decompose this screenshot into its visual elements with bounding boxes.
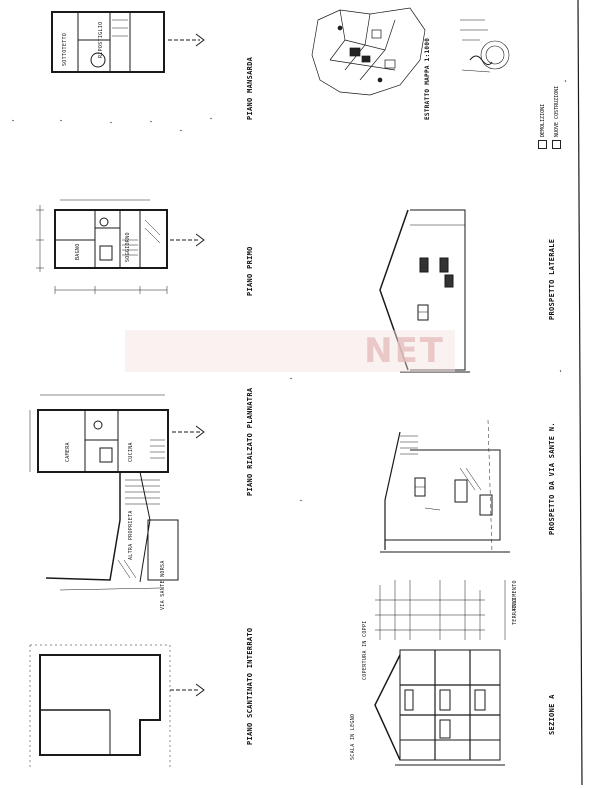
- plan-primo: [36, 199, 205, 294]
- elevation-da-via: [380, 419, 510, 553]
- label-piano-seminterrato: PIANO SCANTINATO INTERRATO: [246, 627, 254, 745]
- plan-rialzato: [29, 394, 205, 591]
- cadastral-map: [311, 7, 426, 96]
- section-note-terrazzo: TERRAZZO: [512, 598, 518, 625]
- room-label-cucina: CUCINA: [128, 442, 134, 462]
- label-prospetto-laterale: PROSPETTO LATERALE: [548, 238, 556, 320]
- section-note-copertura: COPERTURA IN COPPI: [362, 620, 368, 680]
- room-label-soggiorno: SOGGIORNO: [125, 232, 131, 262]
- room-label-bagno: BAGNO: [75, 243, 81, 260]
- room-label-altra-proprieta: ALTRA PROPRIETA: [128, 510, 134, 560]
- legend-swatch-demolizioni: [538, 140, 547, 149]
- stamp: [460, 19, 510, 73]
- legend: DEMOLIZIONI NUOVE COSTRUZIONI: [538, 86, 578, 152]
- plan-seminterrato: [29, 644, 205, 770]
- map-caption: ESTRATTO MAPPA 1:1000: [424, 37, 431, 120]
- section-a: [374, 580, 506, 766]
- label-piano-primo: PIANO PRIMO: [246, 246, 254, 296]
- label-prospetto-da-via: PROSPETTO DA VIA SANTE N.: [548, 422, 556, 535]
- plan-mansarda: [51, 11, 205, 73]
- legend-swatch-nuove: [552, 140, 561, 149]
- street-label: VIA SANTE NORSA: [160, 560, 166, 610]
- legend-label-nuove: NUOVE COSTRUZIONI: [554, 85, 560, 137]
- label-piano-mansarda: PIANO MANSARDA: [246, 56, 254, 120]
- label-piano-rialzato: PIANO RIALZATO PLANNATRA: [246, 387, 254, 496]
- room-label-camera: CAMERA: [65, 442, 71, 462]
- room-label-sottotetto: SOTTOTETTO: [62, 32, 68, 66]
- label-sezione-a: SEZIONE A: [548, 694, 556, 735]
- elevation-laterale: [379, 209, 470, 373]
- legend-label-demolizioni: DEMOLIZIONI: [540, 103, 546, 137]
- room-label-ripostiglio: RIPOSTIGLIO: [98, 21, 104, 58]
- section-note-scala: SCALA IN LEGNO: [350, 713, 356, 760]
- watermark: NET: [125, 330, 455, 372]
